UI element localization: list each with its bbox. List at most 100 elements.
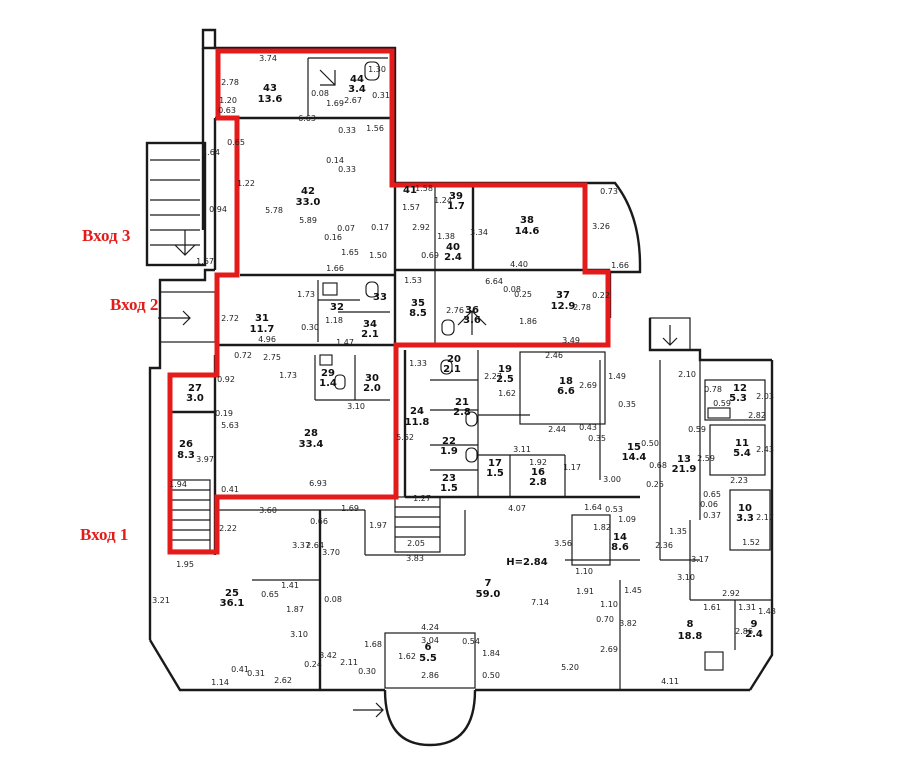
dimension: 0.73 bbox=[600, 187, 618, 196]
room-number: 31 bbox=[255, 313, 269, 324]
dimension: 1.64 bbox=[202, 148, 220, 157]
dimension: 2.76 bbox=[446, 306, 464, 315]
dimension: 0.70 bbox=[596, 615, 614, 624]
dimension: 2.92 bbox=[722, 589, 740, 598]
dimension: 1.35 bbox=[669, 527, 687, 536]
dimension: 1.86 bbox=[519, 317, 537, 326]
dimension: 1.84 bbox=[482, 649, 500, 658]
fixtures bbox=[319, 61, 731, 671]
dimension: 4.07 bbox=[508, 504, 526, 513]
dimension: 0.65 bbox=[227, 138, 245, 147]
dimension: 0.06 bbox=[700, 500, 718, 509]
room-number: 16 bbox=[531, 467, 545, 478]
dimension: 7.14 bbox=[531, 598, 549, 607]
dimension: 3.83 bbox=[406, 554, 424, 563]
room-area: 2.4 bbox=[745, 629, 763, 640]
dimension: 4.96 bbox=[258, 335, 276, 344]
room-number: 12 bbox=[733, 383, 747, 394]
dimension: 1.82 bbox=[593, 523, 611, 532]
dimension: 1.66 bbox=[611, 261, 629, 270]
dimension: 1.57 bbox=[402, 203, 420, 212]
dimension: 0.24 bbox=[304, 660, 322, 669]
room-area: 33.0 bbox=[296, 197, 321, 208]
room-area: 2.4 bbox=[444, 252, 462, 263]
dimension: 0.54 bbox=[462, 637, 480, 646]
dimension: 3.10 bbox=[290, 630, 308, 639]
room-area: 1.5 bbox=[440, 483, 458, 494]
dimension: 0.50 bbox=[482, 671, 500, 680]
entry-arrows bbox=[158, 69, 678, 718]
entrance-2-label: Вход 2 bbox=[110, 295, 158, 314]
dimension: 0.14 bbox=[326, 156, 344, 165]
dimension: 2.46 bbox=[545, 351, 563, 360]
dimension: 1.87 bbox=[286, 605, 304, 614]
room-area: 2.8 bbox=[453, 407, 471, 418]
dimension: 1.09 bbox=[618, 515, 636, 524]
dimension: 1.50 bbox=[369, 251, 387, 260]
dimension: 0.50 bbox=[641, 439, 659, 448]
stairs bbox=[150, 142, 691, 566]
dimension: 0.78 bbox=[704, 385, 722, 394]
room-area: 8.3 bbox=[177, 450, 195, 461]
dimension: 1.20 bbox=[219, 96, 237, 105]
dimension: 1.10 bbox=[600, 600, 618, 609]
dimension: 0.30 bbox=[301, 323, 319, 332]
room-number: 42 bbox=[301, 186, 315, 197]
dimension: 5.78 bbox=[265, 206, 283, 215]
dimension: 0.08 bbox=[324, 595, 342, 604]
dimension: 2.64 bbox=[306, 541, 324, 550]
dimension: 3.74 bbox=[259, 54, 277, 63]
room-number: 43 bbox=[263, 83, 277, 94]
room-number: 11 bbox=[735, 438, 749, 449]
dimension: 1.43 bbox=[758, 607, 776, 616]
room-area: 2.1 bbox=[361, 329, 379, 340]
dimension: 1.18 bbox=[325, 316, 343, 325]
room-area: 12.9 bbox=[551, 301, 576, 312]
dimension: 1.14 bbox=[211, 678, 229, 687]
dimension: 2.36 bbox=[655, 541, 673, 550]
dimension: 2.86 bbox=[735, 627, 753, 636]
highlight-outline bbox=[167, 48, 611, 555]
room-area: 1.5 bbox=[486, 468, 504, 479]
dimension: 3.70 bbox=[322, 548, 340, 557]
room-area: 8.6 bbox=[611, 542, 629, 553]
dimension: 5.89 bbox=[299, 216, 317, 225]
dimension: 4.40 bbox=[510, 260, 528, 269]
dimension: 2.27 bbox=[484, 372, 502, 381]
room-number: 40 bbox=[446, 242, 460, 253]
toilet-icon bbox=[465, 447, 478, 463]
dimension: 2.10 bbox=[678, 370, 696, 379]
room-number: 38 bbox=[520, 215, 534, 226]
room-area: 2.0 bbox=[363, 383, 381, 394]
dimension: 4.11 bbox=[661, 677, 679, 686]
dimension: 3.34 bbox=[470, 228, 488, 237]
room-number: 19 bbox=[498, 364, 512, 375]
dimension: 0.08 bbox=[503, 285, 521, 294]
dimension: 0.33 bbox=[338, 165, 356, 174]
dimension: 3.10 bbox=[677, 573, 695, 582]
dimension: 0.41 bbox=[221, 485, 239, 494]
dimension: 1.67 bbox=[196, 257, 214, 266]
dimension: 2.23 bbox=[730, 476, 748, 485]
room-number: 18 bbox=[559, 376, 573, 387]
room-number: 26 bbox=[179, 439, 193, 450]
stove-icon bbox=[704, 651, 724, 671]
dimension: 2.82 bbox=[748, 411, 766, 420]
dimension: 0.53 bbox=[605, 505, 623, 514]
room-area: 11.8 bbox=[405, 417, 430, 428]
room-number: 7 bbox=[485, 578, 492, 589]
dimension: 2.22 bbox=[219, 524, 237, 533]
dimension: 2.05 bbox=[407, 539, 425, 548]
room-area: 33.4 bbox=[299, 439, 324, 450]
dimension: 2.44 bbox=[548, 425, 566, 434]
dimension-labels: 3.74 2.78 1.20 0.63 0.08 1.69 2.67 1.30 … bbox=[152, 54, 776, 687]
dimension: 0.16 bbox=[324, 233, 342, 242]
dimension: 1.64 bbox=[584, 503, 602, 512]
room-area: 5.3 bbox=[729, 393, 747, 404]
dimension: 6.93 bbox=[309, 479, 327, 488]
dimension: 1.92 bbox=[529, 458, 547, 467]
dimension: 2.86 bbox=[421, 671, 439, 680]
room-area: 18.8 bbox=[678, 631, 703, 642]
dimension: 1.62 bbox=[498, 389, 516, 398]
dimension: 3.97 bbox=[196, 455, 214, 464]
